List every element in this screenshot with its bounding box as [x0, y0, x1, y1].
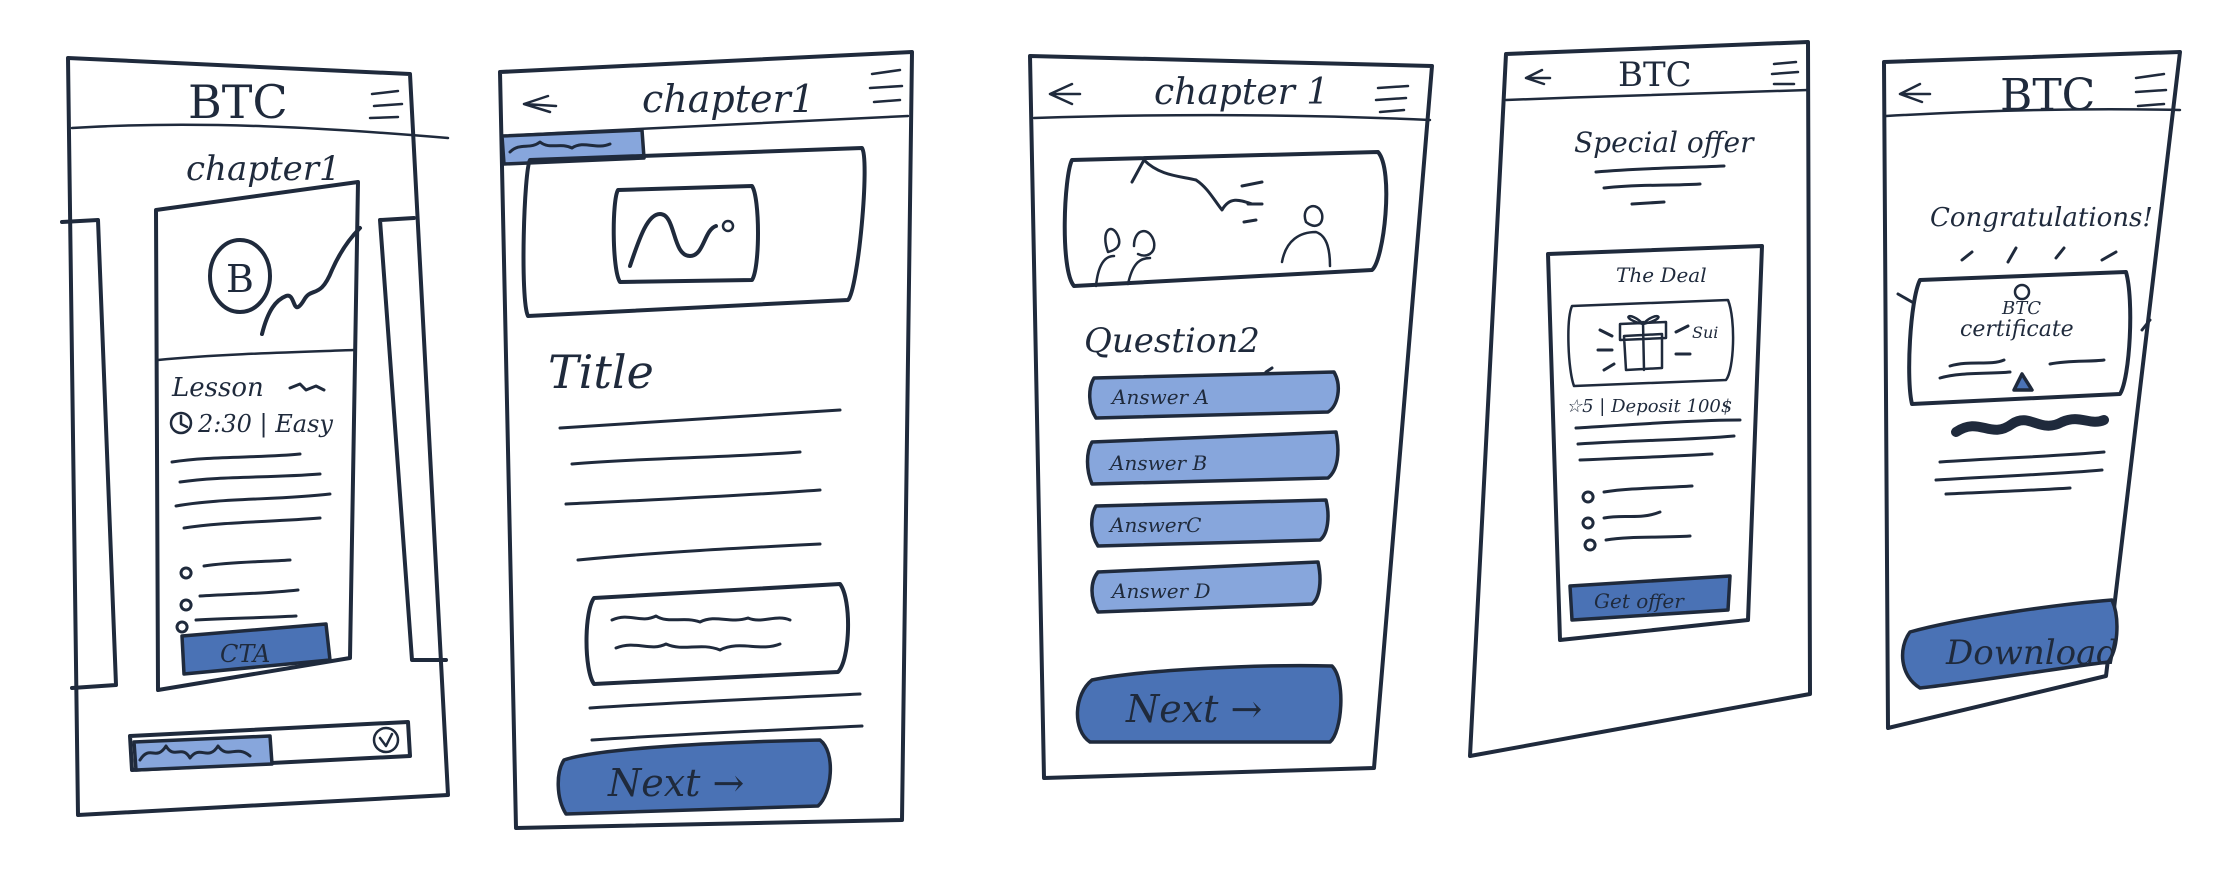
svg-text:BTC: BTC: [2001, 298, 2041, 319]
header-title: BTC: [2000, 70, 2095, 121]
progress-scribble: [138, 744, 252, 762]
svg-text:AnswerC: AnswerC: [1108, 513, 1201, 537]
media-placeholder: [521, 146, 867, 318]
congratulations-message: Congratulations!: [1930, 203, 2153, 233]
back-arrow-icon[interactable]: [1048, 82, 1082, 106]
header-divider: [1032, 113, 1432, 122]
certificate-card: BTC certificate: [1907, 270, 2133, 406]
body-text-lines: [558, 408, 842, 562]
header-divider: [70, 123, 450, 140]
media-placeholder: [1062, 150, 1389, 288]
prev-card-peek[interactable]: [60, 218, 118, 690]
svg-text:Get offer: Get offer: [1594, 589, 1685, 613]
answer-option-c[interactable]: AnswerC: [1090, 498, 1330, 548]
celebration-marks: [1896, 246, 2152, 332]
deal-title: The Deal: [1616, 263, 1707, 287]
phone-frame: [1468, 40, 1812, 758]
hamburger-menu-icon[interactable]: [1374, 84, 1410, 114]
pointer-line: [1130, 158, 1254, 212]
header-title: BTC: [1618, 55, 1692, 95]
phone-frame: [498, 50, 914, 830]
lesson-meta: 2:30 | Easy: [197, 410, 333, 439]
people-figures: [1094, 227, 1156, 288]
ribbon-icon: [2013, 283, 2031, 301]
hamburger-menu-icon[interactable]: [1770, 60, 1800, 86]
completion-text-lines: [1934, 450, 2106, 496]
back-arrow-icon[interactable]: [522, 94, 558, 114]
svg-text:CTA: CTA: [220, 640, 270, 668]
deal-card[interactable]: The Deal Sui ☆5 | Deposit 100$ Get offer: [1546, 244, 1764, 642]
svg-text:Download: Download: [1945, 633, 2118, 673]
progress-bar: [128, 720, 412, 772]
question-title: Question2: [1084, 321, 1260, 361]
header-divider: [1884, 108, 2182, 118]
next-button[interactable]: Next →: [556, 738, 833, 816]
hamburger-menu-icon[interactable]: [868, 68, 904, 104]
deal-description-lines: [1574, 418, 1742, 462]
deal-image-text: Sui: [1692, 323, 1718, 342]
screen-quiz: chapter 1 Question2 Answer A Answer B An…: [1028, 54, 1434, 780]
hamburger-menu-icon[interactable]: [2134, 72, 2168, 108]
lesson-label-scribble: [288, 382, 326, 392]
deal-meta: ☆5 | Deposit 100$: [1566, 396, 1732, 417]
svg-text:Answer A: Answer A: [1110, 385, 1209, 409]
phone-frame: [66, 56, 450, 817]
answer-option-d[interactable]: Answer D: [1090, 560, 1322, 614]
phone-frame: [1028, 54, 1434, 780]
deal-bullets: [1581, 484, 1694, 552]
svg-text:Next →: Next →: [607, 761, 744, 805]
screen-chapter-content: chapter1 Title Next →: [498, 50, 914, 830]
header-divider: [1504, 88, 1810, 102]
svg-text:B: B: [226, 257, 254, 301]
download-button[interactable]: Download: [1900, 598, 2119, 690]
hamburger-menu-icon[interactable]: [368, 89, 404, 120]
lesson-bullets: [175, 558, 300, 634]
clock-icon: [169, 411, 193, 435]
offer-title: Special offer: [1574, 126, 1755, 159]
offer-subtitle-lines: [1594, 164, 1726, 206]
gift-icon: [1618, 315, 1668, 372]
chart-glyph: [628, 212, 718, 268]
header-title: chapter 1: [1154, 72, 1329, 113]
quote-box: [584, 582, 850, 686]
screen-special-offer: BTC Special offer The Deal Sui ☆5 | Depo…: [1468, 40, 1812, 758]
answer-option-a[interactable]: Answer A: [1088, 370, 1340, 420]
get-offer-button[interactable]: Get offer: [1568, 574, 1732, 622]
question-dot: [1264, 366, 1274, 374]
recipient-name-scribble: [1951, 414, 2109, 437]
back-arrow-icon[interactable]: [1524, 68, 1552, 86]
svg-text:certificate: certificate: [1960, 317, 2074, 342]
lesson-description-lines: [170, 452, 332, 530]
header-title: BTC: [188, 75, 288, 129]
next-card-peek[interactable]: [378, 216, 448, 662]
svg-text:Next →: Next →: [1125, 687, 1262, 731]
header-title: chapter1: [642, 77, 815, 121]
check-circle-icon: [372, 726, 400, 754]
svg-text:Answer D: Answer D: [1110, 579, 1211, 603]
phone-frame: [1882, 50, 2182, 730]
next-button[interactable]: Next →: [1075, 663, 1343, 744]
bitcoin-coin-icon: B: [208, 238, 272, 314]
back-arrow-icon[interactable]: [1898, 82, 1932, 104]
svg-text:Answer B: Answer B: [1108, 451, 1207, 475]
sparkle-lines: [1596, 324, 1692, 372]
lesson-card[interactable]: [154, 180, 360, 692]
certificate-seal: [2012, 372, 2034, 392]
content-title: Title: [548, 345, 654, 399]
price-chart-sketch: [260, 226, 362, 336]
certificate-signature-lines: [1938, 358, 2106, 380]
answer-option-b[interactable]: Answer B: [1085, 430, 1340, 486]
chapter-title: chapter1: [186, 149, 341, 189]
lesson-label: Lesson: [171, 373, 264, 403]
deal-image-frame: [1567, 298, 1735, 388]
cta-button[interactable]: CTA: [180, 622, 332, 676]
screen-completion: BTC Congratulations! BTC certificate Dow…: [1882, 50, 2182, 730]
card-divider: [156, 348, 356, 362]
more-text-lines: [588, 692, 864, 742]
screen-lesson-overview: BTC chapter1 B Lesson 2:30 | Easy CTA: [60, 56, 450, 817]
